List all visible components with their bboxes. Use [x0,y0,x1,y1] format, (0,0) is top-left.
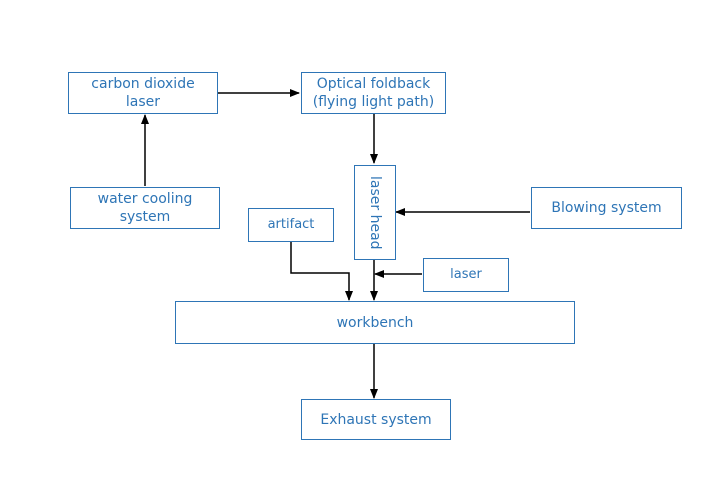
node-laser: laser [423,258,509,292]
node-blowing-system: Blowing system [531,187,682,229]
node-laser-head: laser head [354,165,396,260]
node-water-cooling-label: water cooling system [97,191,193,225]
node-optical-foldback-label: Optical foldback (flying light path) [312,76,435,110]
node-workbench: workbench [175,301,575,344]
node-laser-label: laser [450,267,482,282]
edge-artifact-to-workbench [290,242,353,301]
node-workbench-label: workbench [336,314,414,331]
node-exhaust-system-label: Exhaust system [320,411,432,428]
node-artifact-label: artifact [267,217,315,232]
node-artifact: artifact [248,208,334,242]
node-exhaust-system: Exhaust system [301,399,451,440]
node-co2-laser-label: carbon dioxide laser [91,76,195,110]
node-water-cooling: water cooling system [70,187,220,229]
node-co2-laser: carbon dioxide laser [68,72,218,114]
node-optical-foldback: Optical foldback (flying light path) [301,72,446,114]
node-blowing-system-label: Blowing system [551,200,662,216]
node-laser-head-label: laser head [367,175,383,250]
